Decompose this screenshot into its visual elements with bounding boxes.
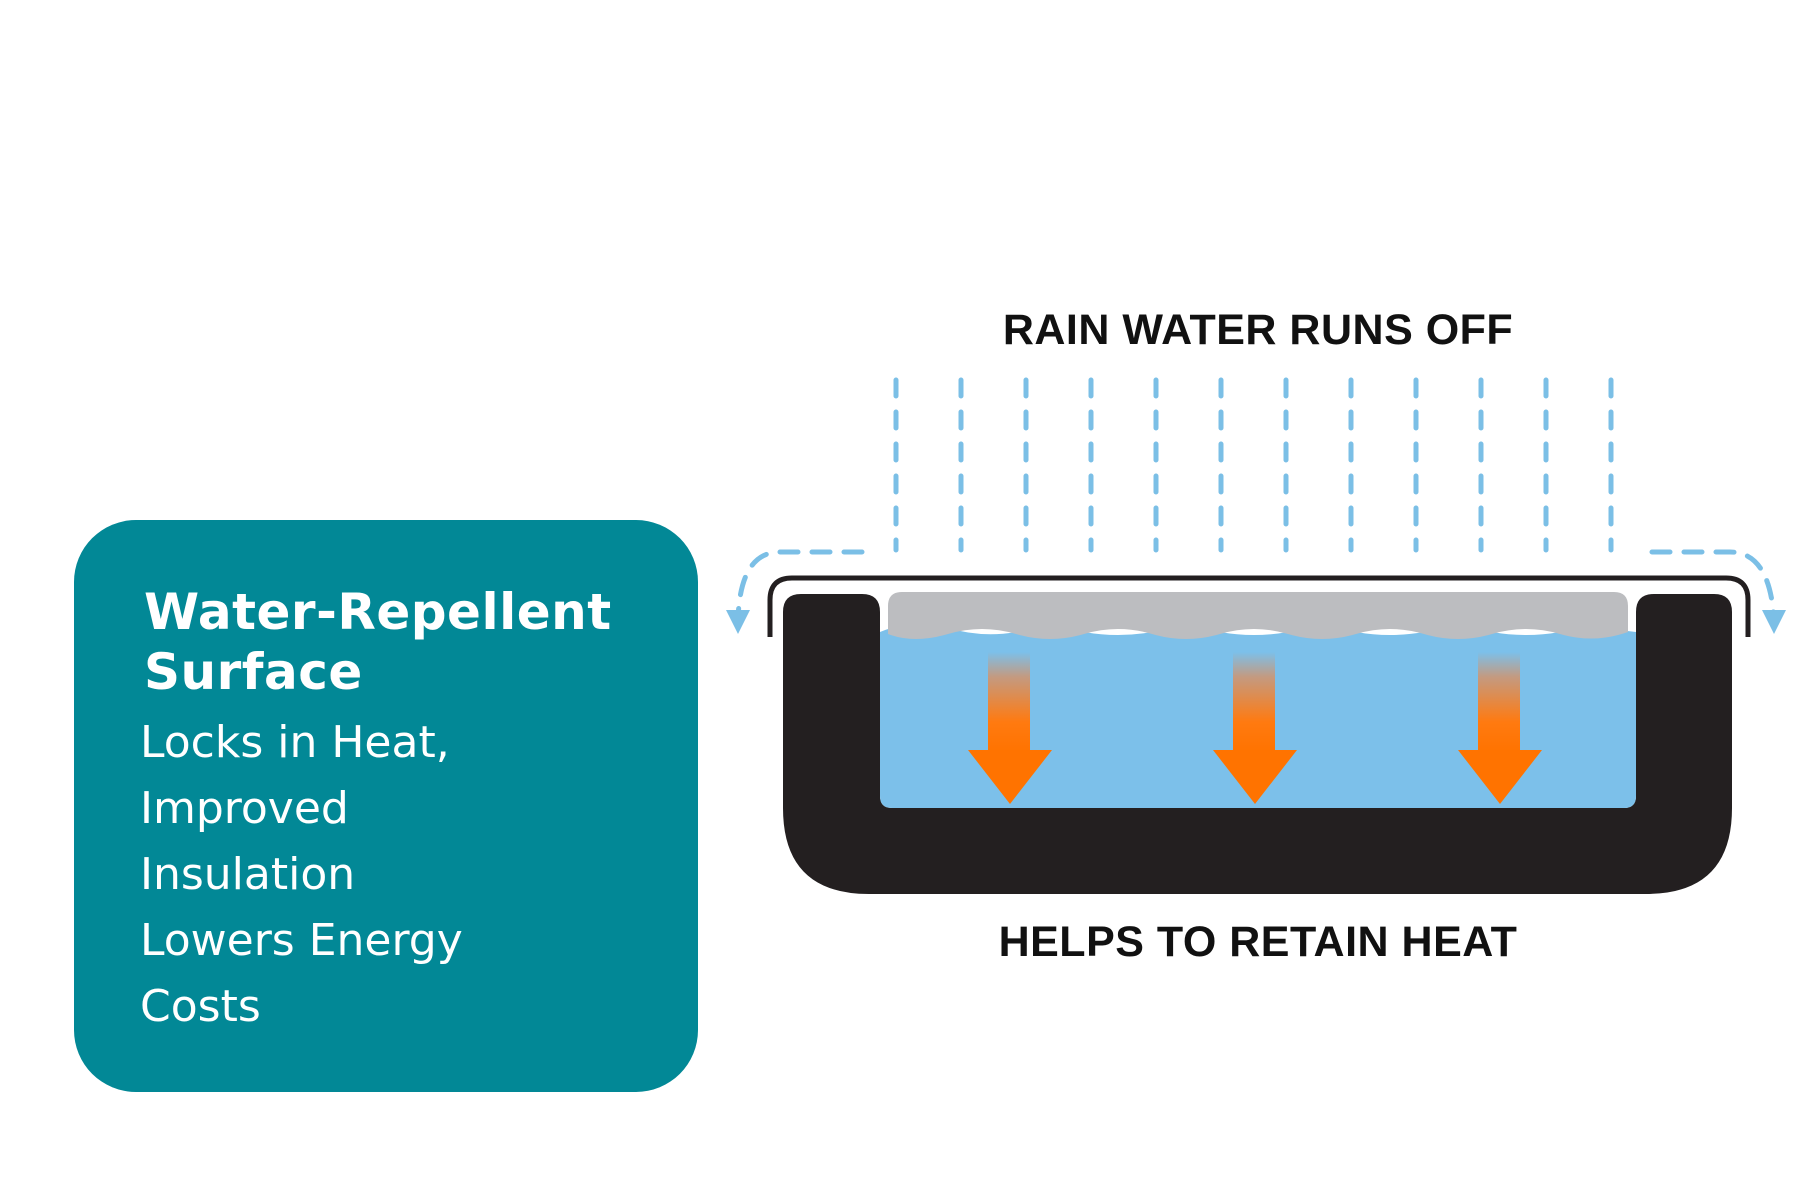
heat-arrow [1213,652,1297,804]
feature-title-line-2: Surface [144,643,363,701]
feature-benefit-line: Costs [140,981,261,1032]
rain-drops [893,377,1614,553]
runoff-right-arrow [1649,549,1786,634]
feature-title-line-1: Water-Repellent [144,583,612,641]
tub-shell [783,594,1732,894]
feature-title: Water-Repellent Surface [144,582,658,702]
cover-foam [888,592,1628,639]
cover-outline [767,575,1751,637]
feature-benefit-line: Insulation [140,849,356,900]
heat-retention-caption: HELPS TO RETAIN HEAT [998,918,1518,966]
runoff-left-arrow [726,549,865,634]
heat-arrow [968,652,1052,804]
rain-runoff-caption: RAIN WATER RUNS OFF [1002,306,1514,354]
feature-benefit-line: Lowers Energy [140,915,463,966]
feature-benefit-line: Improved [140,783,349,834]
feature-info-box: Water-Repellent Surface Locks in Heat, I… [74,520,698,1092]
heat-arrow [1458,652,1542,804]
feature-benefit-line: Locks in Heat, [140,717,450,768]
